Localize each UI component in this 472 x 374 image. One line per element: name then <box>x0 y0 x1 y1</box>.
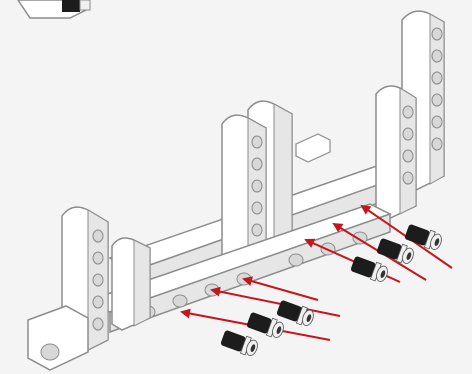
foot-hole <box>41 344 59 360</box>
vertical-beam-left-rear <box>112 238 150 330</box>
vertical-beam-right <box>376 86 416 220</box>
